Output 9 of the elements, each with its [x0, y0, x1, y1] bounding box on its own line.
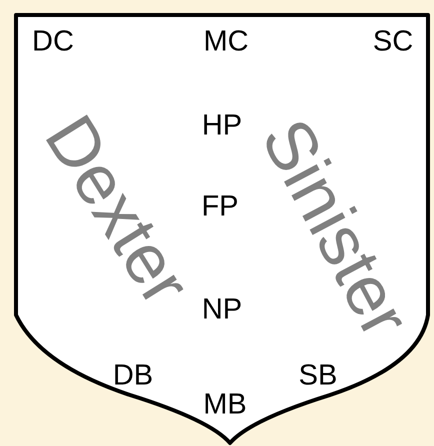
point-label: SC [372, 28, 414, 56]
point-label: MC [203, 28, 249, 56]
point-label: FP [201, 192, 239, 222]
point-label: NP [202, 296, 242, 324]
point-label: SB [298, 362, 338, 390]
point-label: DB [112, 362, 154, 390]
point-label: MB [203, 390, 247, 420]
point-label: HP [202, 112, 242, 140]
point-label: DC [32, 28, 74, 56]
